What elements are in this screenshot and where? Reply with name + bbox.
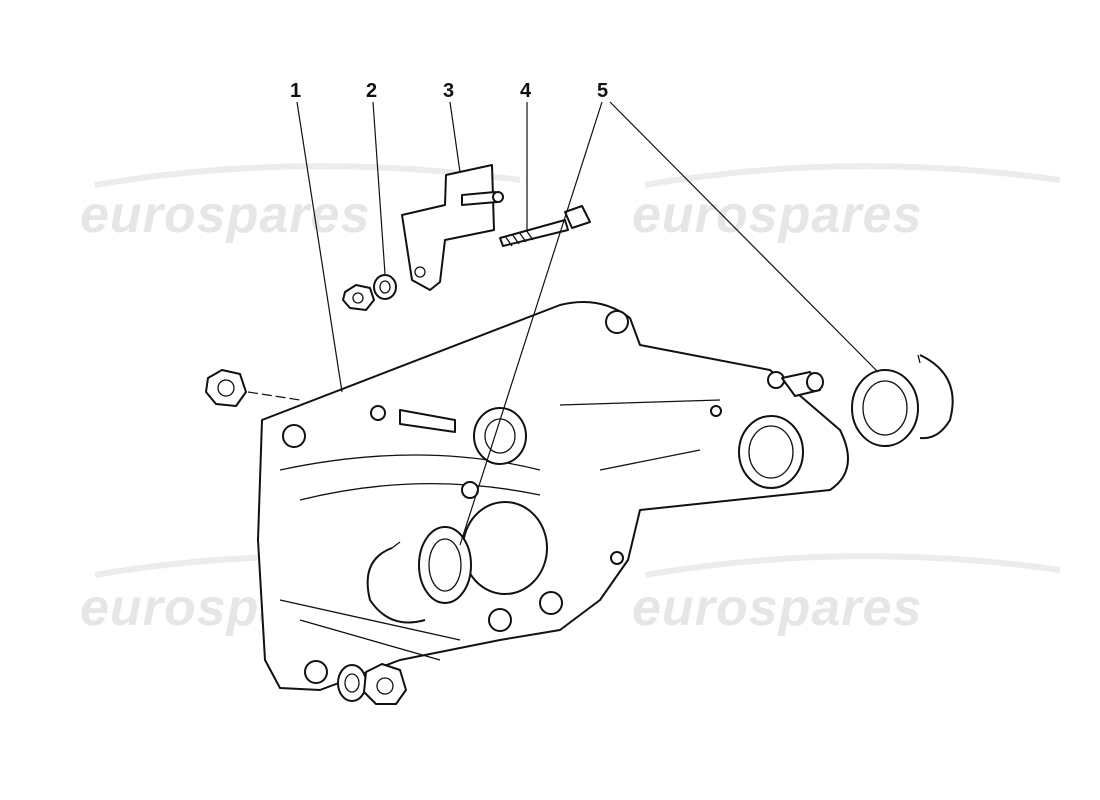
callout-1: 1: [290, 80, 301, 102]
part-4-bolt: [499, 205, 591, 247]
watermark-bottom-right: eurospares: [632, 579, 922, 637]
callout-3: 3: [443, 80, 454, 102]
callout-labels: 1 2 3 4 5: [290, 80, 608, 102]
watermark-top-right: eurospares: [632, 186, 922, 244]
part-3-bracket-plate: [401, 164, 504, 291]
nut-left: [205, 369, 301, 407]
callout-2: 2: [366, 80, 377, 102]
watermark-top-left: eurospares: [80, 186, 370, 244]
part-2-nut-washer: [342, 274, 397, 311]
pin-bolt: [781, 371, 824, 397]
leader-lines: [296, 101, 879, 546]
bearing-left: [366, 526, 472, 624]
nut-washer-bottom: [337, 663, 407, 705]
callout-4: 4: [520, 80, 532, 102]
callout-5: 5: [597, 80, 608, 102]
bearing-right: [851, 354, 954, 447]
